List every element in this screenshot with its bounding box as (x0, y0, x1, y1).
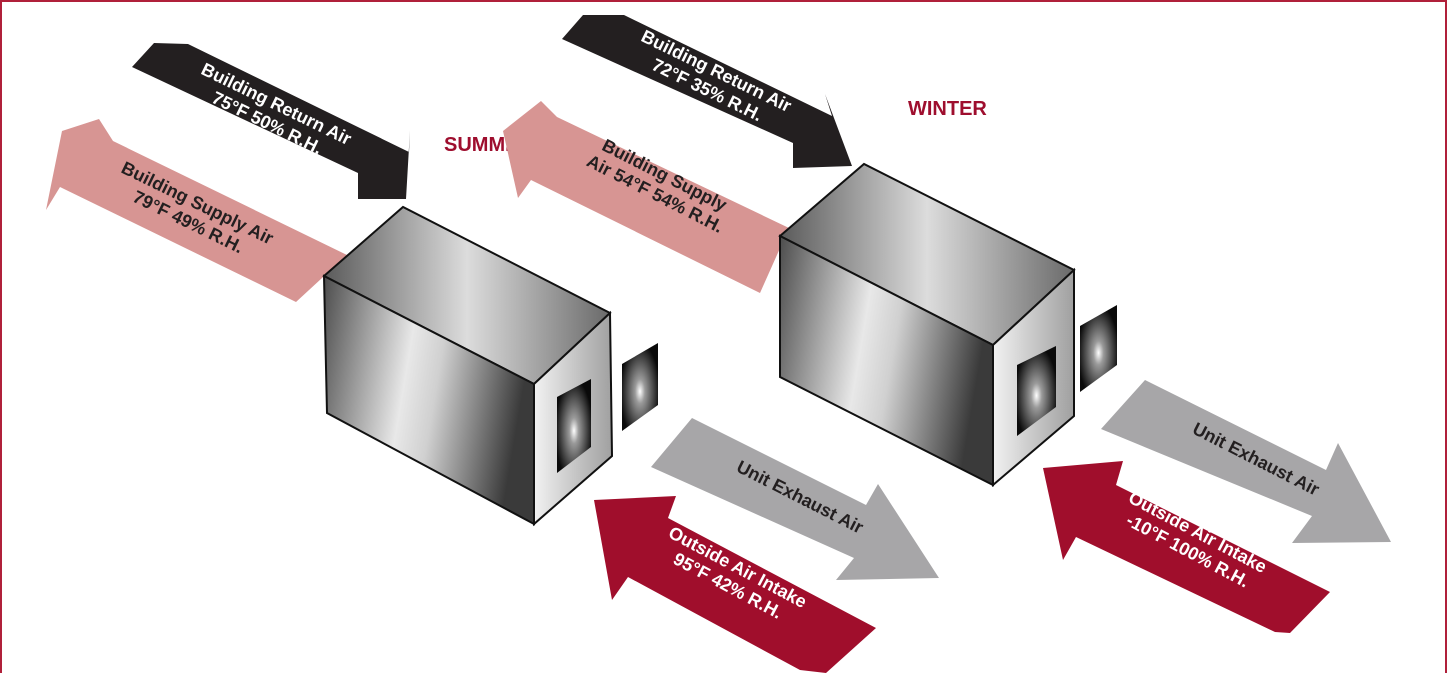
summer-return-arrow-shape (132, 43, 410, 199)
winter-outside-arrow-shape (1043, 461, 1330, 633)
summer-unit-vent-left (557, 379, 591, 473)
summer-unit-vent-right (622, 343, 658, 431)
summer-exhaust-arrow-shape (651, 418, 939, 580)
winter-title: WINTER (908, 98, 987, 120)
winter-supply-arrow-shape (503, 101, 789, 293)
summer-supply-arrow-shape (46, 119, 347, 302)
winter-unit-vent-left (1017, 346, 1056, 436)
winter-unit (778, 162, 1117, 488)
winter-section: Building Supply Air 54°F 54% R.H. Buildi… (503, 15, 1391, 633)
summer-outside-arrow-shape (594, 496, 876, 673)
winter-return-arrow-shape (562, 15, 852, 168)
winter-unit-vent-right (1080, 305, 1117, 392)
summer-unit (322, 205, 658, 527)
winter-supply-air-arrow: Building Supply Air 54°F 54% R.H. (503, 101, 789, 293)
winter-exhaust-arrow-shape (1101, 380, 1391, 543)
